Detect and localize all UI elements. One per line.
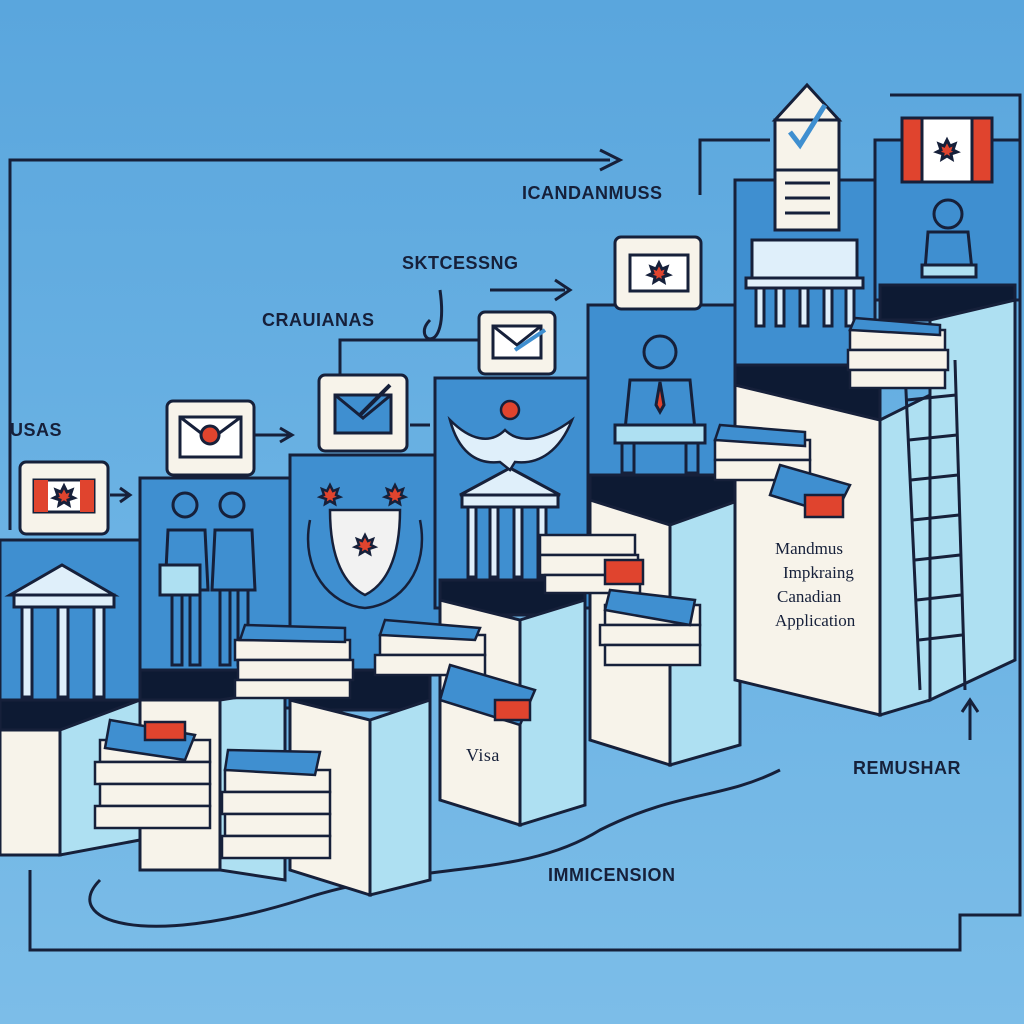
- canada-flag-card-1: [18, 460, 110, 536]
- label-icandanmuss: ICANDANMUSS: [522, 183, 663, 203]
- label-crauianas: CRAUIANAS: [262, 310, 375, 330]
- mandmus-line-1: Mandmus: [775, 539, 843, 558]
- label-usas: USAS: [10, 420, 63, 440]
- book-stacks: [93, 316, 950, 860]
- coat-of-arms-icon: [306, 483, 424, 610]
- mandmus-line-3: Canadian: [777, 587, 842, 606]
- checklist-document-icon: [771, 82, 843, 232]
- ladder-icon: [903, 359, 967, 691]
- courthouse-building-icon: [744, 238, 865, 328]
- canada-flag-card-2: [613, 235, 703, 311]
- mandmus-line-2: Impkraing: [783, 563, 854, 582]
- label-remushar: REMUSHAR: [853, 758, 962, 778]
- eagle-emblem-icon: [447, 399, 575, 472]
- official-at-top-icon: [920, 198, 978, 279]
- mail-check-card: [317, 373, 409, 453]
- mandmus-text-block: Mandmus Impkraing Canadian Application: [775, 537, 855, 633]
- label-sktcessng: SKTCESSNG: [402, 253, 519, 273]
- official-at-desk-icon: [613, 334, 707, 475]
- mandmus-line-4: Application: [775, 611, 856, 630]
- label-immicension: IMMICENSION: [548, 865, 676, 885]
- canada-flag-top: [900, 116, 994, 184]
- government-building-icon: [4, 563, 120, 699]
- mail-card-1: [165, 399, 256, 477]
- label-visa: Visa: [466, 745, 500, 765]
- mail-card-2: [477, 310, 557, 376]
